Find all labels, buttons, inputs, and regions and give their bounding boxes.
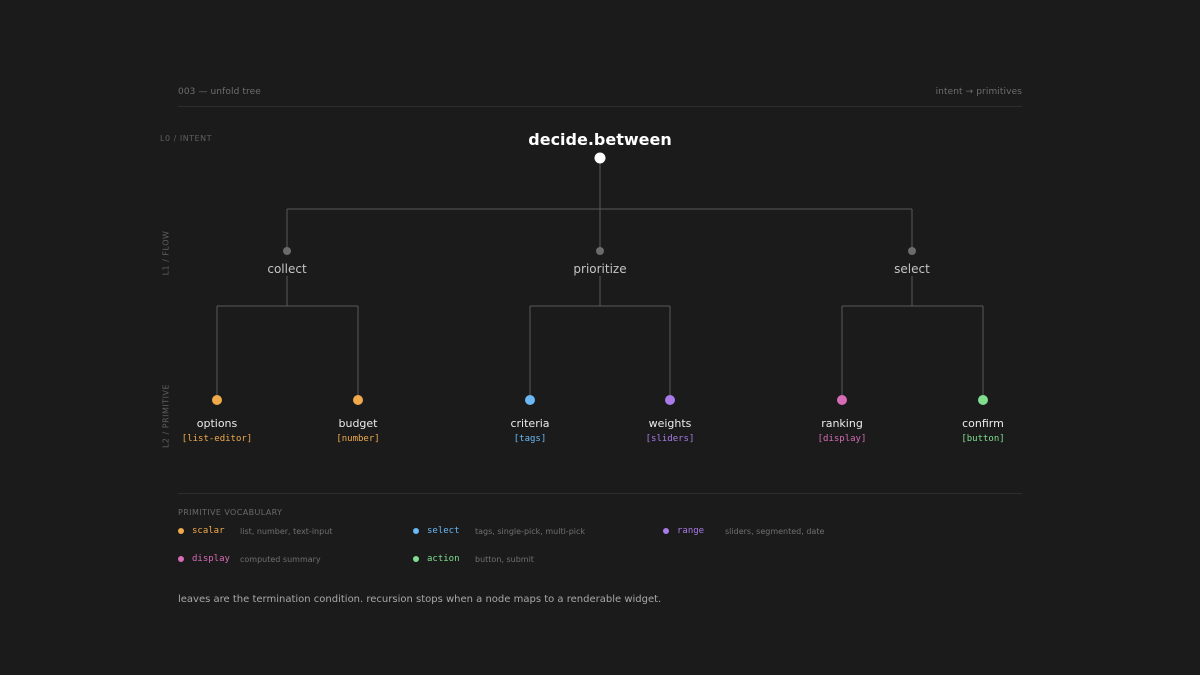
leaf-node-dot-weights [665,395,675,405]
footnote: leaves are the termination condition. re… [178,594,662,605]
tree-edges [216,158,984,400]
vocabulary-dot [663,528,669,534]
flow-node-dot-collect [283,247,291,255]
leaf-node-type-criteria: [tags] [513,434,547,444]
flow-node-dot-select [908,247,916,255]
vocabulary-dot [413,528,419,534]
flow-node-dot-prioritize [596,247,604,255]
vocabulary-title: PRIMITIVE VOCABULARY [178,508,283,517]
leaf-node-label-budget: budget [338,417,378,430]
flow-node-label-select: select [894,262,930,276]
leaf-node-label-criteria: criteria [510,417,550,430]
leaf-node-dot-ranking [837,395,847,405]
tree-diagram [212,152,988,405]
vocabulary-divider [178,493,1022,494]
leaf-node-label-weights: weights [648,417,692,430]
vocabulary-item-select: select tags, single-pick, multi-pick [413,526,585,536]
leaf-node-type-options: [list-editor] [181,434,253,444]
vocabulary-dot [178,528,184,534]
header-title: 003 — unfold tree [178,87,261,97]
vocabulary-item-display: display computed summary [178,554,321,564]
root-node-dot [594,152,606,164]
header-subtitle: intent → primitives [935,87,1022,97]
vocabulary-name: display [192,554,230,564]
level-label-intent: L0 / INTENT [160,134,212,143]
vocabulary-item-scalar: scalar list, number, text-input [178,526,332,536]
leaf-node-type-ranking: [display] [817,434,867,444]
vocabulary-item-range: range sliders, segmented, date [663,526,824,536]
leaf-node-dot-options [212,395,222,405]
leaf-node-dot-criteria [525,395,535,405]
header-divider [178,106,1022,107]
leaf-node-dot-budget [353,395,363,405]
vocabulary-item-action: action button, submit [413,554,534,564]
vocabulary-name: scalar [192,526,225,536]
vocabulary-description: tags, single-pick, multi-pick [475,526,586,536]
leaf-node-label-options: options [196,417,238,430]
leaf-node-type-confirm: [button] [961,434,1005,444]
vocabulary-description: sliders, segmented, date [725,526,825,536]
vocabulary-description: button, submit [475,554,534,564]
leaf-node-dot-confirm [978,395,988,405]
leaf-node-label-ranking: ranking [821,417,863,430]
leaf-node-label-confirm: confirm [962,417,1004,430]
vocabulary-dot [413,556,419,562]
vocabulary-description: computed summary [240,554,321,564]
vocabulary-name: action [427,554,460,564]
vocabulary-description: list, number, text-input [240,526,333,536]
vocabulary-name: range [677,526,705,536]
leaf-node-type-budget: [number] [336,434,380,444]
root-node-label: decide.between [528,130,672,149]
flow-node-label-prioritize: prioritize [573,262,627,276]
flow-node-label-collect: collect [267,262,307,276]
vocabulary-dot [178,556,184,562]
leaf-node-type-weights: [sliders] [645,434,695,444]
vocabulary-name: select [427,526,460,536]
